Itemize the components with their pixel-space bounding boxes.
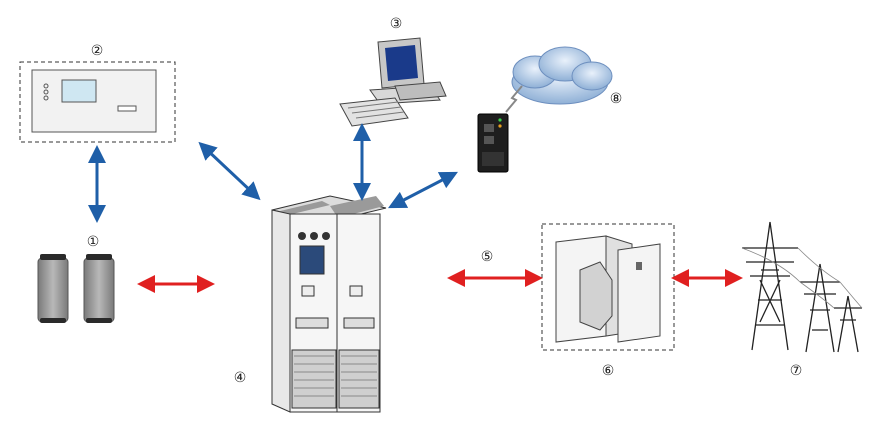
grid: ⑦ — [741, 221, 863, 379]
battery-icon — [83, 254, 115, 323]
label-cloud-gateway: ⑧ — [610, 91, 623, 107]
label-pcs-cabinet: ④ — [234, 370, 247, 386]
cloud-icon — [511, 46, 613, 105]
label-ac-link: ⑤ — [481, 249, 494, 265]
label-battery: ① — [87, 234, 100, 250]
computer: ③ — [339, 16, 447, 127]
bms-panel-dashed-border — [19, 61, 176, 143]
power-tower-icon — [741, 221, 863, 353]
wireless-link-icon — [505, 85, 523, 113]
pcs-cabinet-icon — [271, 195, 387, 413]
gateway-router-icon — [477, 113, 509, 173]
transformer: ⑥ — [541, 223, 675, 379]
bms-panel: ② — [19, 43, 176, 143]
label-computer: ③ — [390, 16, 403, 32]
transformer-icon — [555, 235, 661, 343]
computer-icon — [339, 37, 447, 127]
pcs-cabinet: ④ — [234, 195, 387, 413]
comm-arrow-bms-pcs — [198, 141, 261, 201]
control-panel-icon — [31, 69, 157, 133]
label-bms-panel: ② — [91, 43, 104, 59]
cloud-gateway: ⑧ — [477, 46, 623, 173]
transformer-dashed-border — [541, 223, 675, 351]
comm-arrow-pcs-gateway — [388, 171, 458, 209]
label-transformer: ⑥ — [602, 363, 615, 379]
battery-icon — [37, 254, 69, 323]
label-grid: ⑦ — [790, 363, 803, 379]
battery-group: ① — [37, 234, 115, 323]
